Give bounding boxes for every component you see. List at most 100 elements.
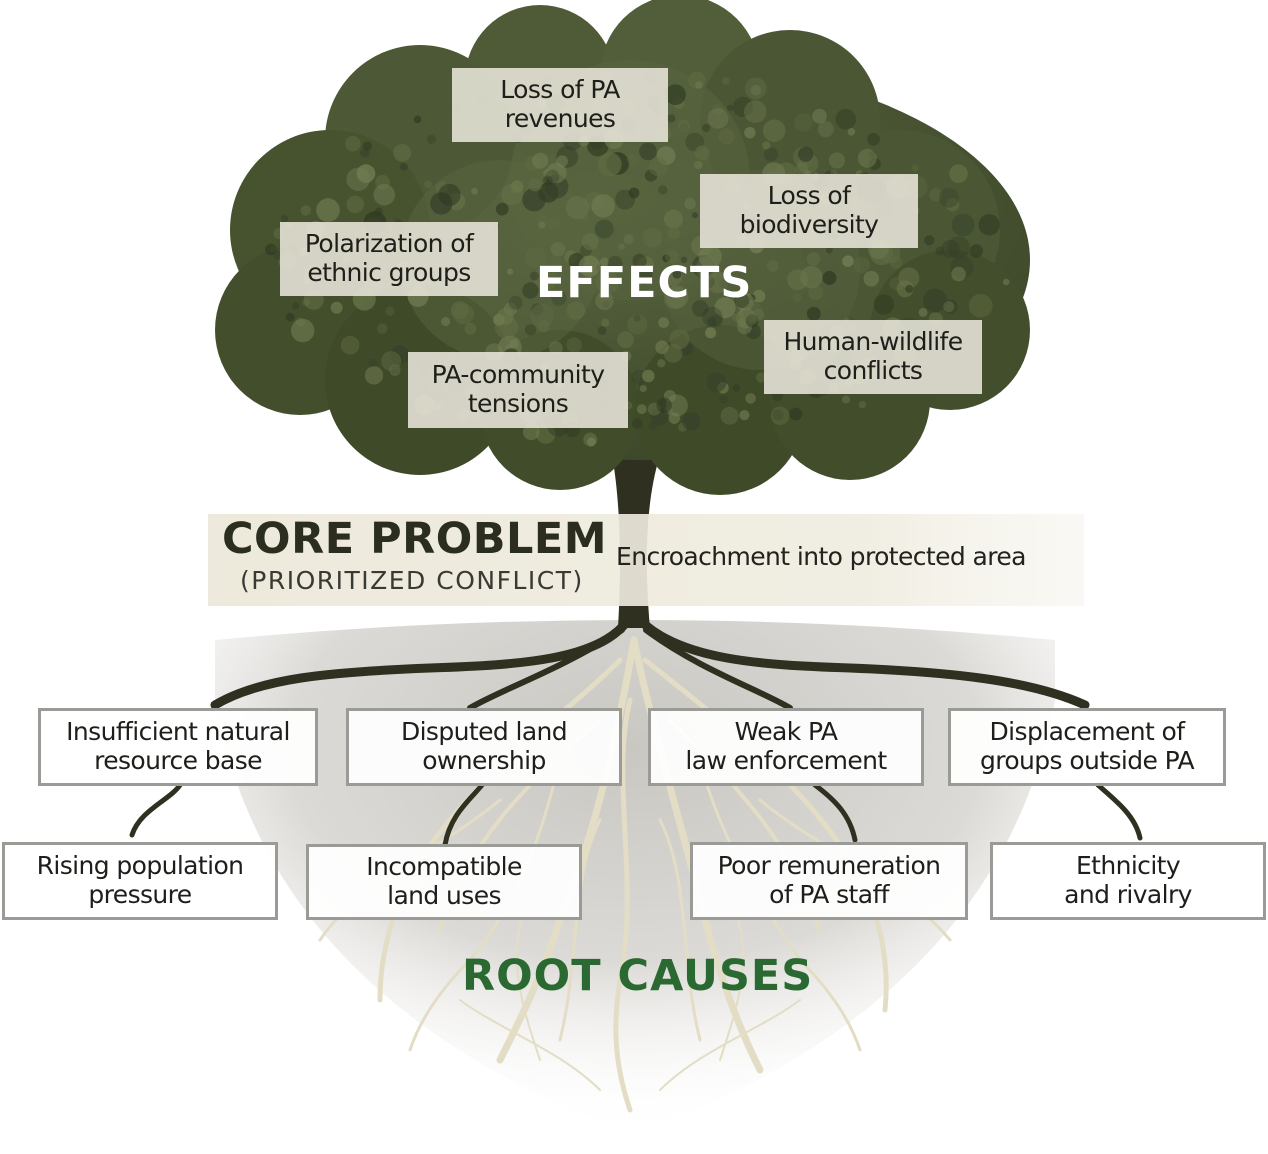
leaf-cluster (330, 301, 343, 314)
leaf-cluster (680, 256, 688, 263)
leaf-cluster (792, 293, 802, 303)
leaf-cluster (857, 148, 877, 168)
cause-line: Incompatible (366, 852, 522, 882)
effect-line: revenues (504, 104, 616, 133)
leaf-cluster (694, 160, 703, 170)
leaf-cluster (684, 198, 696, 210)
leaf-cluster (656, 397, 672, 413)
leaf-cluster (714, 297, 736, 319)
leaf-cluster (292, 302, 300, 310)
leaf-cluster (302, 298, 311, 307)
leaf-cluster (642, 369, 655, 383)
leaf-cluster (316, 198, 340, 222)
leaf-cluster (597, 326, 607, 335)
leaf-cluster (664, 209, 683, 229)
leaf-cluster (918, 307, 928, 317)
leaf-cluster (905, 284, 914, 293)
leaf-cluster (546, 162, 567, 184)
leaf-cluster (441, 317, 451, 327)
leaf-cluster (291, 318, 315, 343)
leaf-cluster (597, 152, 622, 177)
leaf-cluster (772, 409, 784, 421)
leaf-cluster (712, 103, 724, 115)
leaf-cluster (889, 256, 903, 269)
leaf-cluster (627, 314, 648, 335)
leaf-cluster (719, 279, 729, 289)
leaf-cluster (390, 365, 400, 375)
effect-line: tensions (467, 389, 569, 418)
leaf-cluster (711, 314, 723, 327)
leaf-cluster (633, 314, 641, 322)
leaf-cluster (632, 418, 643, 429)
leaf-cluster (507, 268, 514, 275)
cause-line: land uses (387, 881, 501, 910)
leaf-cluster (626, 153, 639, 166)
leaf-cluster (667, 114, 676, 123)
leaf-cluster (615, 189, 636, 210)
leaf-cluster (595, 264, 603, 272)
leaf-cluster (628, 187, 640, 199)
effect-line: Human-wildlife (783, 327, 963, 357)
cause-box-weak-pa-law-enforcement: Weak PA law enforcement (648, 708, 924, 786)
leaf-cluster (842, 255, 854, 267)
leaf-cluster (951, 213, 975, 237)
core-problem-text: Encroachment into protected area (616, 542, 1026, 571)
leaf-cluster (1002, 278, 1010, 286)
leaf-cluster (438, 183, 461, 206)
leaf-cluster (812, 108, 827, 124)
cause-line: Displacement of (989, 717, 1186, 747)
leaf-cluster (800, 265, 823, 289)
leaf-cluster (853, 256, 870, 274)
cause-line: law enforcement (685, 746, 887, 775)
cause-line: of PA staff (769, 880, 889, 909)
leaf-cluster (655, 340, 669, 355)
leaf-cluster (744, 100, 767, 123)
leaf-cluster (662, 254, 671, 263)
leaf-cluster (794, 113, 813, 132)
leaf-cluster (508, 295, 523, 310)
leaf-cluster (694, 145, 710, 161)
leaf-cluster (607, 256, 623, 271)
cause-box-displacement-of-groups-outside-pa: Displacement of groups outside PA (948, 708, 1226, 786)
leaf-cluster (941, 239, 960, 259)
leaf-cluster (691, 300, 709, 317)
leaf-cluster (524, 324, 537, 336)
leaf-cluster (868, 157, 881, 171)
leaf-cluster (601, 318, 610, 327)
cause-box-incompatible-land-uses: Incompatible land uses (306, 844, 582, 920)
effect-box-human-wildlife-conflicts: Human-wildlife conflicts (764, 320, 982, 394)
leaf-cluster (556, 155, 568, 168)
leaf-cluster (543, 175, 553, 186)
effect-line: conflicts (823, 356, 923, 385)
leaf-cluster (978, 214, 1000, 236)
leaf-cluster (364, 366, 384, 385)
leaf-cluster (532, 152, 549, 169)
leaf-cluster (618, 243, 625, 250)
leaf-cluster (798, 146, 814, 162)
cause-line: groups outside PA (979, 746, 1195, 775)
leaf-cluster (742, 302, 764, 323)
leaf-cluster (623, 234, 634, 245)
leaf-cluster (530, 303, 554, 328)
leaf-cluster (732, 96, 754, 118)
cause-line: Insufficient natural (66, 717, 290, 747)
leaf-cluster (665, 285, 689, 309)
leaf-cluster (580, 244, 592, 257)
leaf-cluster (522, 282, 539, 299)
cause-box-poor-remuneration-of-pa-staff: Poor remuneration of PA staff (690, 842, 968, 920)
leaf-cluster (806, 306, 821, 321)
leaf-cluster (719, 395, 728, 404)
leaf-cluster (663, 287, 686, 310)
cause-line: resource base (94, 746, 262, 775)
leaf-cluster (720, 406, 739, 425)
leaf-cluster (356, 164, 376, 183)
leaf-cluster (528, 177, 542, 192)
effects-heading: EFFECTS (536, 258, 753, 308)
leaf-cluster (648, 157, 668, 177)
leaf-cluster (665, 249, 679, 264)
leaf-cluster (368, 358, 378, 368)
leaf-cluster (702, 306, 723, 328)
leaf-cluster (424, 180, 433, 189)
leaf-cluster (639, 385, 647, 393)
leaf-cluster (426, 134, 436, 144)
